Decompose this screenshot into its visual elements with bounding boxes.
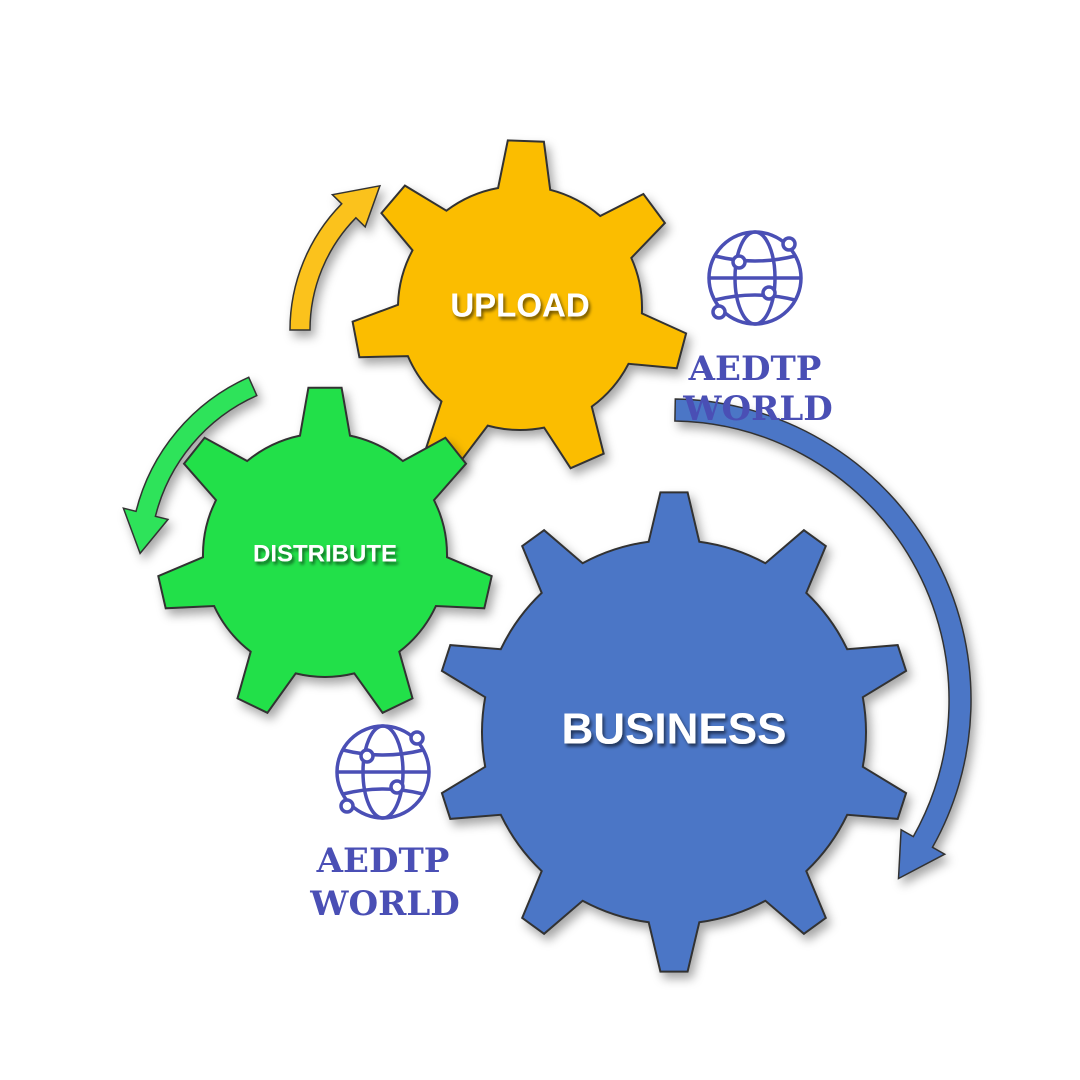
brand-top-line2: WORLD [682,389,832,429]
brand-top-line1: AEDTP [688,349,822,389]
arrow-distribute [122,376,258,555]
gear-upload-label: UPLOAD [450,287,589,324]
brand-top: AEDTP WORLD [682,349,832,429]
arrow-business [674,398,972,880]
globe-network-icon [707,230,803,326]
gear-business: BUSINESS [440,491,908,973]
brand-bottom-line2: WORLD [309,884,459,924]
gear-upload: UPLOAD [351,139,688,470]
gear-business-label: BUSINESS [562,705,787,754]
brand-bottom-line1: AEDTP [316,841,450,881]
brand-bottom: AEDTP WORLD [309,841,459,924]
arrow-upload [289,184,382,331]
gear-distribute-label: DISTRIBUTE [253,540,397,567]
gear-distribute: DISTRIBUTE [157,386,493,715]
globe-network-icon [335,724,431,820]
